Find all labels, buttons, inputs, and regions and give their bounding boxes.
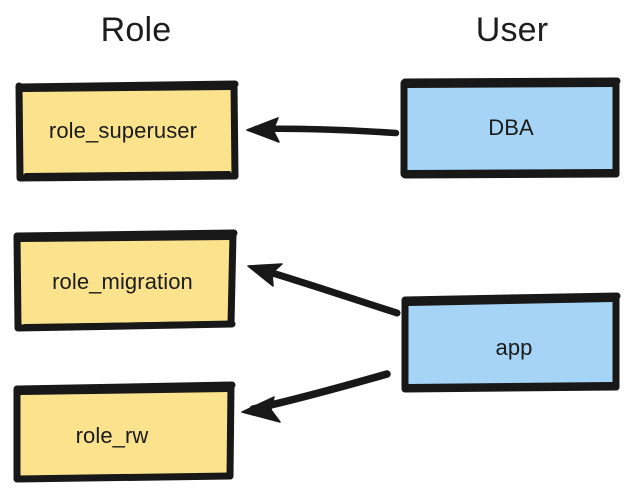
node-label: DBA: [488, 115, 534, 140]
node-role-rw[interactable]: role_rw: [12, 381, 236, 483]
node-role-migration[interactable]: role_migration: [13, 229, 238, 332]
edge-dba-to-role-superuser: [246, 117, 400, 143]
column-header-role: Role: [100, 11, 172, 49]
node-label: role_migration: [52, 269, 193, 294]
node-role-superuser[interactable]: role_superuser: [15, 80, 239, 182]
node-label: role_rw: [75, 423, 149, 448]
edge-app-to-role-rw: [241, 370, 391, 423]
node-label: role_superuser: [48, 117, 198, 143]
column-header-user: User: [475, 11, 549, 49]
node-app[interactable]: app: [400, 292, 621, 393]
node-dba[interactable]: DBA: [400, 77, 621, 179]
node-label: app: [495, 335, 533, 360]
edge-app-to-role-migration: [247, 263, 401, 317]
